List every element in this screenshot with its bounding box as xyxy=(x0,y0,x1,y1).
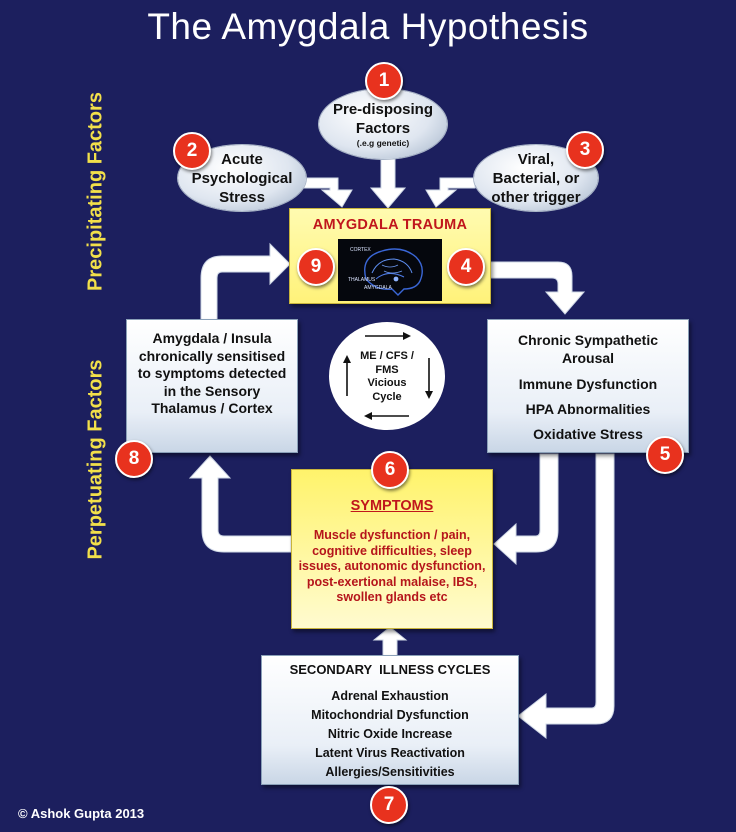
arrow-trigger-to-trauma xyxy=(425,177,476,208)
vicious-cycle-circle: ME / CFS / FMS Vicious Cycle xyxy=(329,322,445,430)
page-title: The Amygdala Hypothesis xyxy=(147,6,589,47)
predisposing-line2: Factors xyxy=(355,120,411,137)
badge-3: 3 xyxy=(566,131,604,169)
sympathetic-arousal-box: Chronic Sympathetic Arousal Immune Dysfu… xyxy=(487,319,689,453)
badge-7: 7 xyxy=(370,786,408,824)
predisposing-oval: Pre-disposing Factors (.e.g genetic) xyxy=(319,89,447,159)
arrow-secondary-to-symptoms xyxy=(372,626,408,657)
secondary-item-1: Adrenal Exhaustion xyxy=(331,689,449,703)
amygdala-insula-box: Amygdala / Insula chronically sensitised… xyxy=(126,319,298,453)
brain-label-thalamus: THALAMUS xyxy=(348,277,376,283)
secondary-item-3: Nitric Oxide Increase xyxy=(327,727,453,741)
arrow-sympathetic-to-secondary xyxy=(517,453,615,740)
label-perpetuating-factors: Perpetuating Factors xyxy=(84,359,107,560)
vicious-cycle-line1: ME / CFS / xyxy=(360,350,414,362)
trigger-line3: other trigger xyxy=(491,188,581,206)
brain-label-cortex: CORTEX xyxy=(350,247,371,253)
predisposing-note: (.e.g genetic) xyxy=(356,138,410,148)
arrow-predisposing-to-trauma xyxy=(369,157,407,209)
sympathetic-item-2: Immune Dysfunction xyxy=(518,376,658,392)
secondary-title: SECONDARY ILLNESS CYCLES xyxy=(289,662,491,677)
badge-2: 2 xyxy=(173,132,211,170)
symptoms-box: SYMPTOMS Muscle dysfunction / pain, cogn… xyxy=(291,469,493,629)
acute-stress-line2: Psychological xyxy=(191,169,293,187)
secondary-item-5: Allergies/Sensitivities xyxy=(325,765,455,779)
acute-stress-line3: Stress xyxy=(219,188,265,206)
vicious-cycle-line3: Vicious xyxy=(367,377,407,389)
arrow-symptoms-to-insula xyxy=(188,455,292,553)
secondary-item-2: Mitochondrial Dysfunction xyxy=(311,708,469,722)
arrow-trauma-to-sympathetic xyxy=(488,261,586,315)
sympathetic-item-1: Chronic Sympathetic Arousal xyxy=(517,332,659,366)
brain-label-amygdala: AMYGDALA xyxy=(364,285,392,291)
brain-scan-image: CORTEX THALAMUS AMYGDALA xyxy=(338,239,442,301)
arrow-insula-to-trauma xyxy=(200,242,291,321)
sympathetic-item-3: HPA Abnormalities xyxy=(525,401,651,417)
vicious-cycle-text: ME / CFS / FMS Vicious Cycle xyxy=(357,350,417,404)
amygdala-trauma-title: AMYGDALA TRAUMA xyxy=(312,217,468,233)
trigger-oval: Viral, Bacterial, or other trigger xyxy=(474,145,598,211)
predisposing-line1: Pre-disposing xyxy=(332,101,433,118)
secondary-item-4: Latent Virus Reactivation xyxy=(315,746,465,760)
copyright-notice: © Ashok Gupta 2013 xyxy=(18,806,145,821)
vicious-cycle-line4: Cycle xyxy=(372,390,402,403)
symptoms-text: Muscle dysfunction / pain, cognitive dif… xyxy=(298,528,486,604)
vicious-cycle-line2: FMS xyxy=(375,363,399,376)
badge-9: 9 xyxy=(297,248,335,286)
amygdala-insula-text: Amygdala / Insula chronically sensitised… xyxy=(137,330,287,416)
badge-6: 6 xyxy=(371,451,409,489)
amygdala-trauma-box: AMYGDALA TRAUMA CORTEX THALAMUS AMYGDALA xyxy=(289,208,491,304)
trigger-line2: Bacterial, or xyxy=(492,169,580,187)
acute-stress-line1: Acute xyxy=(221,150,263,168)
arrow-stress-to-trauma xyxy=(299,177,353,208)
label-precipitating-factors: Precipitating Factors xyxy=(84,92,107,291)
cycle-arrows xyxy=(343,332,433,420)
secondary-illness-box: SECONDARY ILLNESS CYCLES Adrenal Exhaust… xyxy=(261,655,519,785)
sympathetic-item-4: Oxidative Stress xyxy=(533,426,643,442)
badge-5: 5 xyxy=(646,436,684,474)
badge-4: 4 xyxy=(447,248,485,286)
trigger-line1: Viral, xyxy=(517,150,555,168)
symptoms-title: SYMPTOMS xyxy=(350,498,434,514)
arrow-sympathetic-to-symptoms xyxy=(493,453,559,566)
badge-1: 1 xyxy=(365,62,403,100)
badge-8: 8 xyxy=(115,440,153,478)
